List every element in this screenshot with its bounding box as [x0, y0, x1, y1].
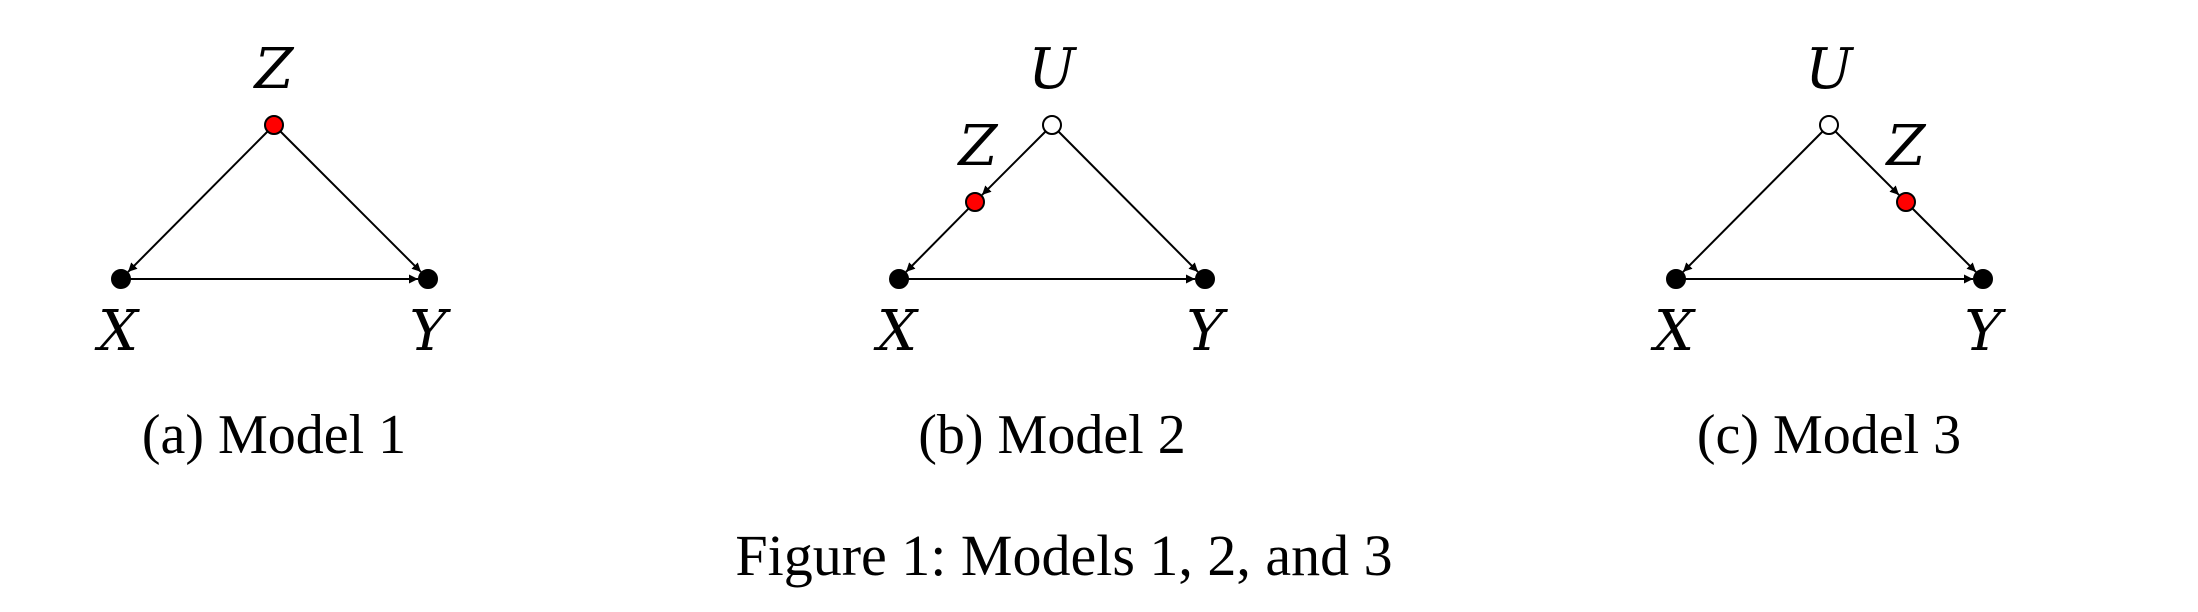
node-label-z: Z [253, 37, 295, 102]
node-label-x: X [94, 299, 140, 364]
panel-subcaption: (b) Model 2 [918, 404, 1186, 466]
node-x [111, 269, 131, 289]
panel-c: UZ X Y(c) Model 3 [1650, 37, 2006, 466]
node-label-x: X [873, 299, 919, 364]
panel-b: UZ X Y(b) Model 2 [873, 37, 1228, 466]
node-label-u: U [1028, 37, 1077, 102]
node-label-y: Y [1965, 299, 2007, 364]
node-z [965, 192, 985, 212]
edge-u-to-z [981, 130, 1047, 196]
node-z [264, 115, 284, 135]
node-y [1973, 269, 1993, 289]
panel-subcaption: (c) Model 3 [1697, 404, 1961, 466]
node-label-x: X [1650, 299, 1696, 364]
edge-z-to-y [1911, 207, 1977, 273]
edge-z-to-x [127, 130, 269, 273]
node-label-z: Z [957, 114, 999, 179]
node-z [1896, 192, 1916, 212]
node-u [1042, 115, 1062, 135]
node-label-y: Y [410, 299, 452, 364]
panel-subcaption: (a) Model 1 [142, 404, 406, 466]
edge-z-to-y [279, 130, 422, 273]
edge-u-to-x [1682, 130, 1824, 273]
edge-u-to-y [1057, 130, 1199, 273]
node-x [1666, 269, 1686, 289]
edge-z-to-x [905, 207, 970, 273]
node-x [889, 269, 909, 289]
node-y [1195, 269, 1215, 289]
node-label-z: Z [1885, 114, 1927, 179]
node-y [418, 269, 438, 289]
node-u [1819, 115, 1839, 135]
edge-u-to-z [1834, 130, 1900, 196]
node-label-u: U [1805, 37, 1854, 102]
panel-a: Z X Y(a) Model 1 [94, 37, 451, 466]
node-label-y: Y [1187, 299, 1229, 364]
figure-caption: Figure 1: Models 1, 2, and 3 [735, 523, 1392, 588]
